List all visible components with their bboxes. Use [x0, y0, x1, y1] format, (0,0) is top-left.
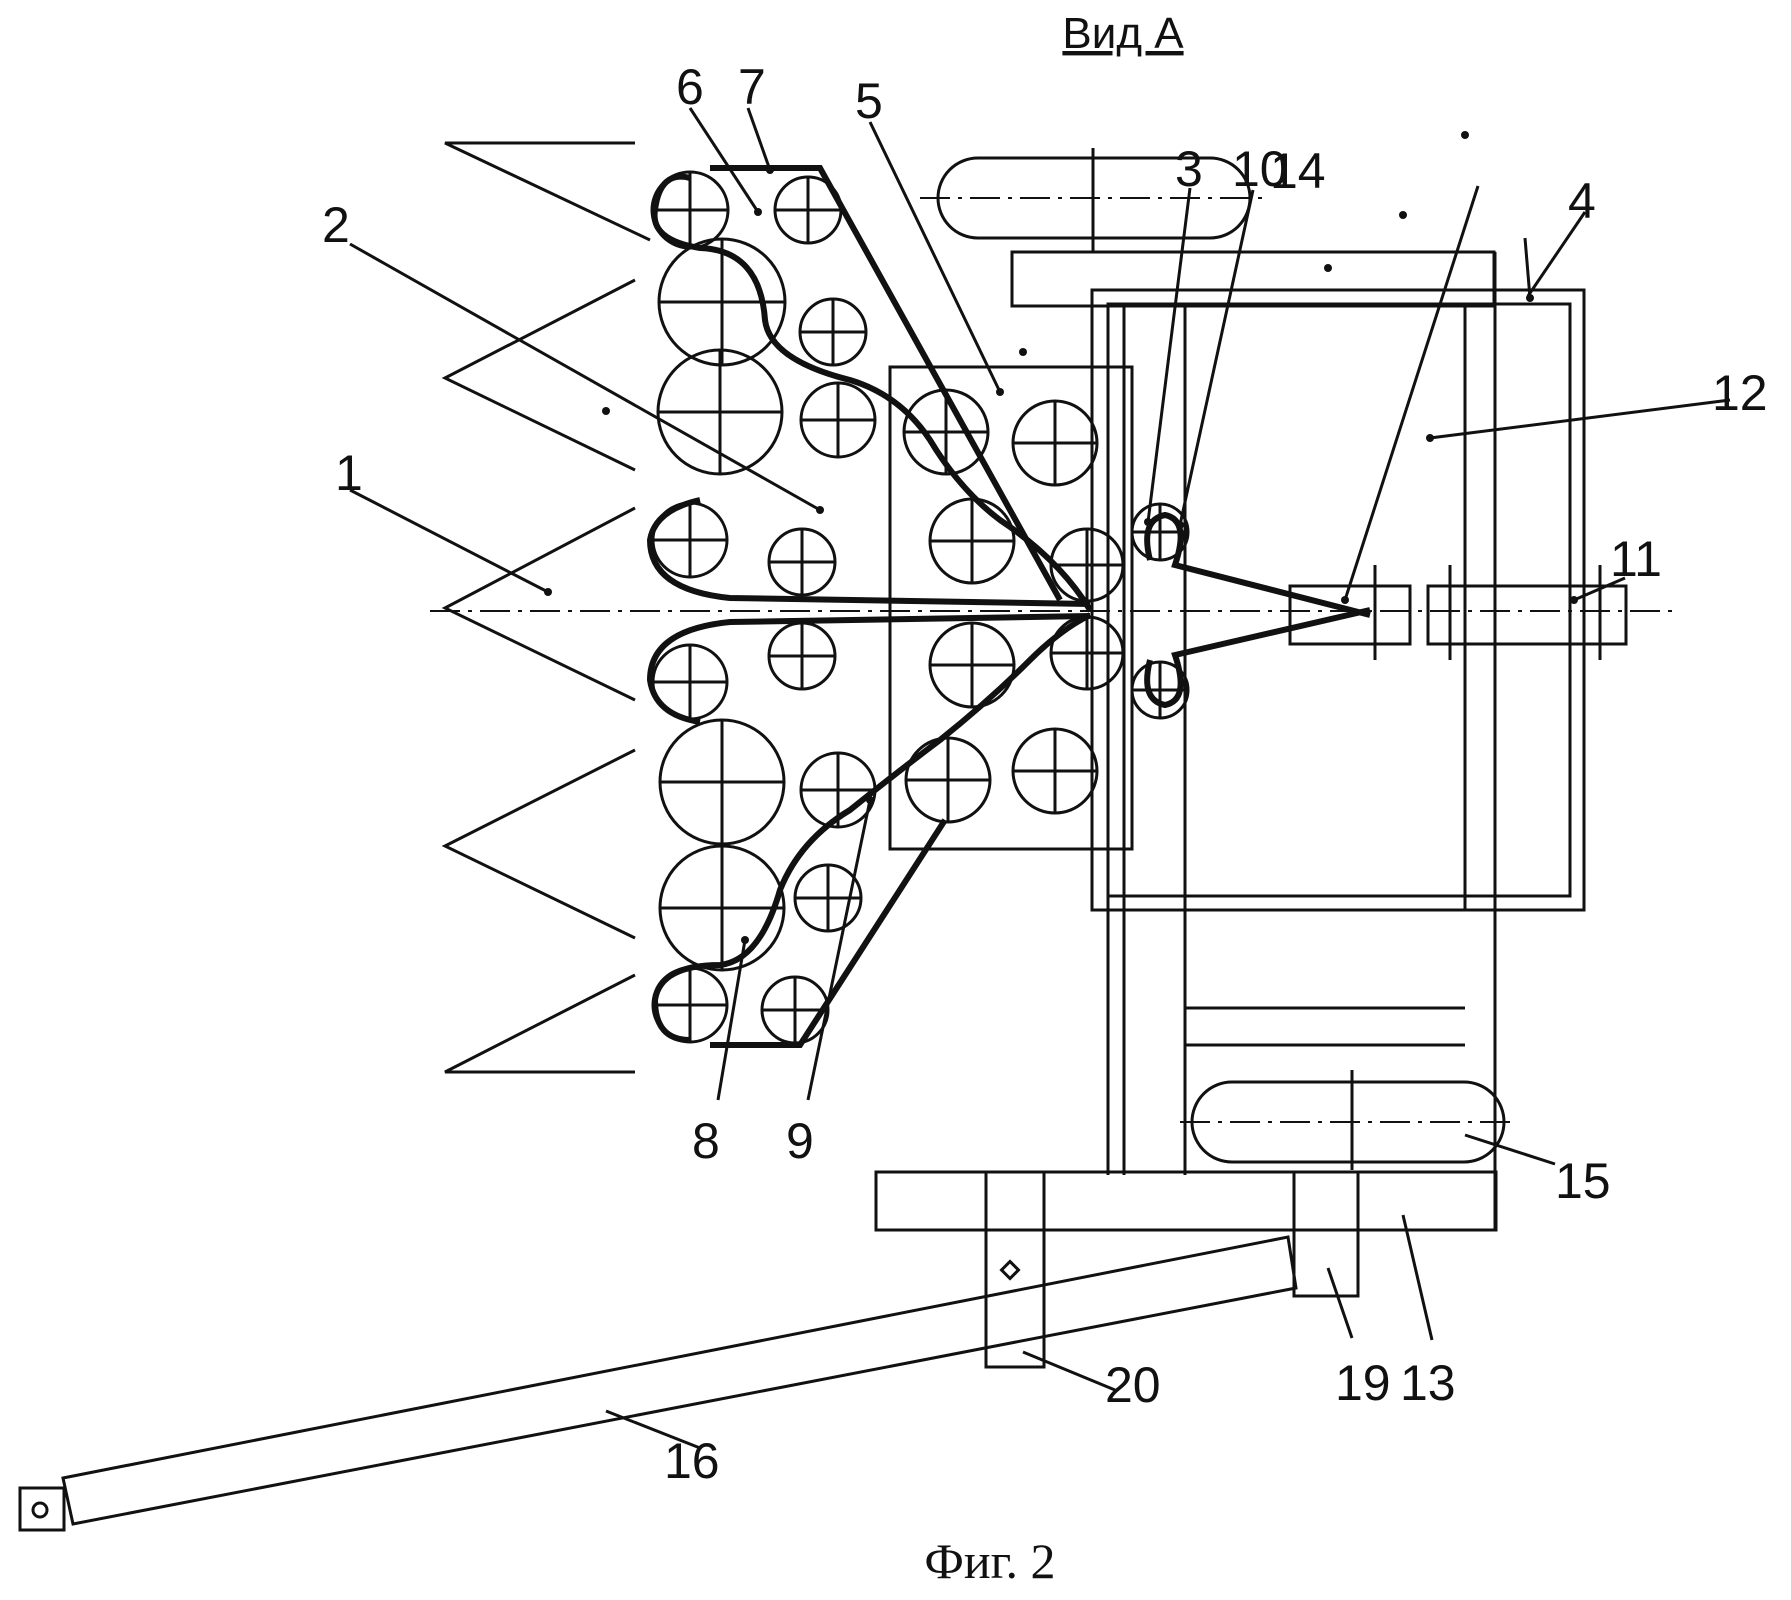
leader-dot — [1324, 264, 1332, 272]
view-title: Вид А — [1062, 9, 1184, 58]
callout-3: 3 — [1175, 141, 1203, 197]
roll — [928, 497, 1016, 585]
callout-4: 4 — [1568, 173, 1596, 229]
hubs — [1288, 565, 1628, 660]
leaders — [349, 107, 1731, 1450]
callout-12: 12 — [1712, 365, 1768, 421]
roll — [1011, 727, 1099, 815]
leader-dot — [996, 388, 1004, 396]
leader-dot — [602, 407, 610, 415]
leader-dot — [1399, 211, 1407, 219]
roll — [658, 844, 786, 972]
leader-dot — [544, 588, 552, 596]
roll — [904, 736, 992, 824]
callout-10: 10 — [1232, 141, 1288, 197]
callout-5: 5 — [855, 73, 883, 129]
roll — [657, 237, 787, 367]
callout-labels: 1 2 3 4 5 6 7 8 9 10 11 12 13 14 15 16 1… — [322, 59, 1768, 1489]
roll — [1011, 399, 1099, 487]
callout-20: 20 — [1105, 1357, 1161, 1413]
leader-dot — [1426, 434, 1434, 442]
belts — [646, 165, 1371, 1048]
leader-dot — [1461, 131, 1469, 139]
roll — [799, 381, 877, 459]
roll — [798, 297, 868, 367]
leader-dot — [741, 936, 749, 944]
roll — [767, 527, 837, 597]
callout-16: 16 — [664, 1433, 720, 1489]
divider-chevrons — [441, 141, 651, 1074]
callout-8: 8 — [692, 1113, 720, 1169]
roll — [767, 621, 837, 691]
leader-dot — [816, 506, 824, 514]
callout-15: 15 — [1555, 1153, 1611, 1209]
callout-9: 9 — [786, 1113, 814, 1169]
callout-19: 19 — [1335, 1355, 1391, 1411]
central-plate — [888, 365, 1134, 851]
callout-1: 1 — [335, 445, 363, 501]
callout-13: 13 — [1400, 1355, 1456, 1411]
roll — [1049, 527, 1125, 603]
leader-dot — [1019, 348, 1027, 356]
roll — [1049, 615, 1125, 691]
roll — [658, 718, 786, 846]
base-frame — [874, 1170, 1498, 1369]
leader-dot — [866, 796, 874, 804]
callout-6: 6 — [676, 59, 704, 115]
leader-dot — [1144, 518, 1152, 526]
leader-dot — [1526, 294, 1534, 302]
leader-dots — [544, 131, 1578, 944]
roll — [760, 975, 830, 1045]
figure-caption: Фиг. 2 — [924, 1533, 1055, 1589]
roll — [928, 621, 1016, 709]
leader-dot — [1341, 596, 1349, 604]
leader-dot — [754, 208, 762, 216]
leader-dot — [1570, 596, 1578, 604]
drawbar — [18, 1235, 1298, 1532]
leader-dot — [766, 166, 774, 174]
callout-14: 14 — [1270, 143, 1326, 199]
callout-7: 7 — [738, 59, 766, 115]
leader-dot — [1176, 521, 1184, 529]
callout-11: 11 — [1610, 531, 1662, 587]
roll — [656, 348, 784, 476]
callout-2: 2 — [322, 197, 350, 253]
